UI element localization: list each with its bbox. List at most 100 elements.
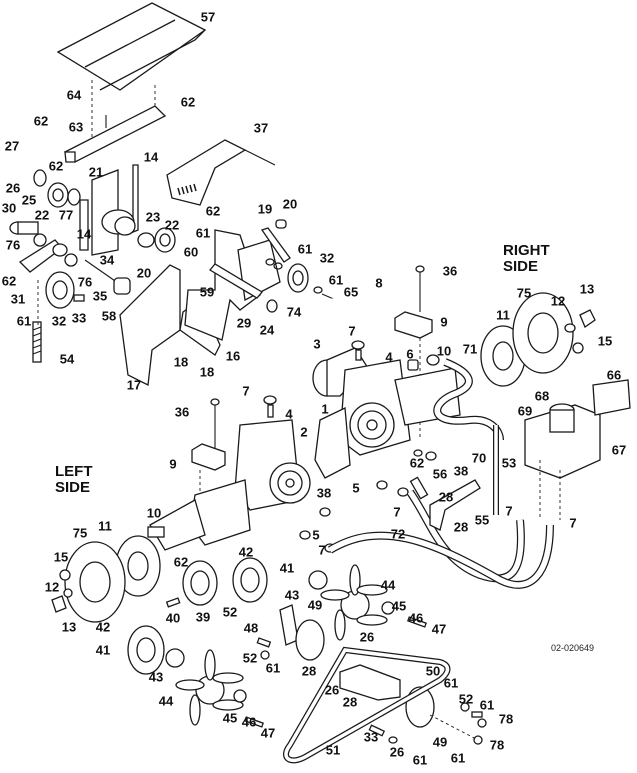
right-side-label-line1: RIGHT: [503, 242, 550, 259]
part-callout-1: 1: [321, 401, 329, 417]
part-callout-61: 61: [412, 752, 428, 768]
part-callout-32: 32: [319, 250, 335, 266]
part-callout-59: 59: [199, 284, 215, 300]
part-callout-39: 39: [195, 609, 211, 625]
part-callout-9: 9: [169, 456, 177, 472]
hose-8: [265, 297, 375, 391]
part-callout-26: 26: [5, 180, 21, 196]
part-callout-62: 62: [173, 554, 189, 570]
part-callout-6: 6: [406, 346, 414, 362]
part-callout-21: 21: [88, 164, 104, 180]
pulleys: [127, 557, 328, 675]
guard-37: [166, 139, 276, 206]
part-callout-62: 62: [48, 158, 64, 174]
mount-plates: [119, 229, 281, 386]
part-callout-52: 52: [242, 650, 258, 666]
left-hub-11: [51, 535, 161, 623]
part-callout-45: 45: [391, 598, 407, 614]
part-callout-26: 26: [389, 744, 405, 760]
part-callout-28: 28: [438, 489, 454, 505]
part-callout-38: 38: [316, 485, 332, 501]
spring-54: [32, 321, 42, 363]
part-callout-60: 60: [183, 244, 199, 260]
part-callout-43: 43: [284, 587, 300, 603]
part-callout-16: 16: [225, 348, 241, 364]
part-callout-38: 38: [453, 463, 469, 479]
left-pump-2: [147, 419, 311, 551]
part-callout-42: 42: [95, 619, 111, 635]
part-callout-74: 74: [286, 304, 302, 320]
bearings-left: [33, 169, 176, 253]
part-callout-10: 10: [146, 505, 162, 521]
part-callout-70: 70: [471, 450, 487, 466]
part-callout-54: 54: [59, 351, 75, 367]
part-callout-32: 32: [51, 313, 67, 329]
part-callout-50: 50: [425, 663, 441, 679]
part-callout-61: 61: [443, 675, 459, 691]
bracket-55: [409, 476, 481, 531]
part-callout-7: 7: [348, 323, 356, 339]
part-callout-41: 41: [279, 560, 295, 576]
left-side-label-line2: SIDE: [55, 479, 91, 496]
part-callout-62: 62: [180, 94, 196, 110]
part-callout-7: 7: [242, 383, 250, 399]
fans-44: [175, 564, 395, 726]
part-callout-62: 62: [409, 455, 425, 471]
part-callout-36: 36: [174, 404, 190, 420]
part-callout-72: 72: [390, 526, 406, 542]
part-callout-4: 4: [285, 406, 293, 422]
fittings: [263, 340, 440, 553]
part-callout-66: 66: [606, 367, 622, 383]
part-callout-7: 7: [505, 503, 513, 519]
part-callout-58: 58: [101, 308, 117, 324]
part-callout-56: 56: [432, 466, 448, 482]
part-callout-13: 13: [61, 619, 77, 635]
part-callout-18: 18: [199, 364, 215, 380]
part-callout-28: 28: [453, 519, 469, 535]
part-callout-37: 37: [253, 120, 269, 136]
part-callout-52: 52: [222, 604, 238, 620]
part-callout-34: 34: [99, 252, 115, 268]
part-callout-33: 33: [71, 310, 87, 326]
part-callout-40: 40: [165, 610, 181, 626]
part-callout-62: 62: [1, 273, 17, 289]
part-callout-61: 61: [16, 313, 32, 329]
part-callout-61: 61: [479, 697, 495, 713]
part-callout-62: 62: [33, 113, 49, 129]
part-callout-14: 14: [143, 149, 159, 165]
part-callout-44: 44: [380, 577, 396, 593]
part-callout-5: 5: [312, 527, 320, 543]
part-callout-22: 22: [34, 207, 50, 223]
part-callout-77: 77: [58, 207, 74, 223]
frame-plates: [79, 164, 155, 256]
part-callout-55: 55: [474, 512, 490, 528]
part-callout-9: 9: [440, 314, 448, 330]
part-callout-41: 41: [95, 642, 111, 658]
part-callout-78: 78: [489, 737, 505, 753]
part-callout-76: 76: [77, 274, 93, 290]
part-callout-47: 47: [260, 725, 276, 741]
reservoir-67: [524, 379, 631, 520]
part-callout-11: 11: [98, 518, 112, 534]
part-callout-65: 65: [343, 284, 359, 300]
right-side-label-line2: SIDE: [503, 258, 539, 275]
part-callout-3: 3: [313, 336, 321, 352]
part-callout-17: 17: [126, 377, 142, 393]
part-callout-12: 12: [44, 579, 60, 595]
part-callout-61: 61: [195, 225, 211, 241]
part-callout-7: 7: [318, 542, 326, 558]
right-idler: [260, 219, 337, 301]
part-callout-13: 13: [579, 281, 595, 297]
bracket-63: [63, 105, 167, 163]
part-callout-78: 78: [498, 711, 514, 727]
part-callout-2: 2: [300, 424, 308, 440]
part-callout-64: 64: [66, 87, 82, 103]
part-callout-68: 68: [534, 388, 550, 404]
part-callout-15: 15: [53, 549, 69, 565]
cover-57: [56, 2, 207, 150]
part-callout-22: 22: [164, 217, 180, 233]
belt-51: [283, 646, 451, 764]
part-callout-23: 23: [145, 209, 161, 225]
